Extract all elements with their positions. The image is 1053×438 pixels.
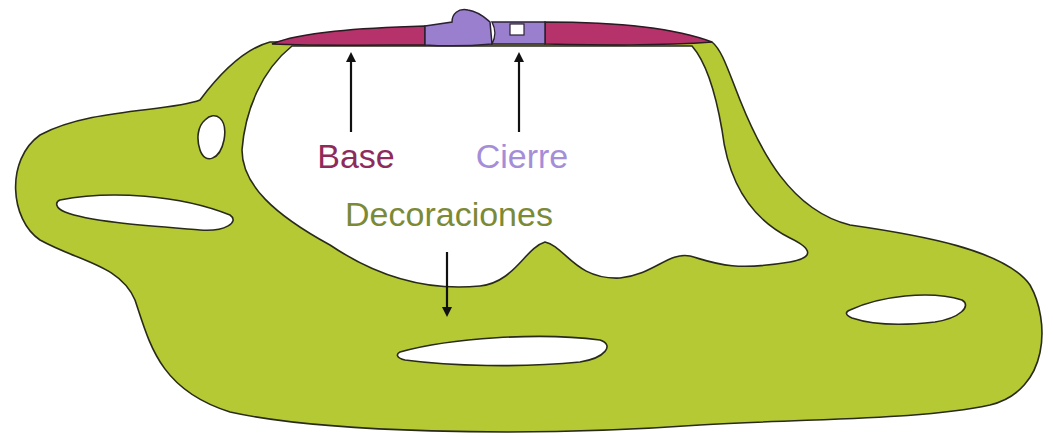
part-label: Cierre <box>474 138 571 175</box>
part-label: Base <box>315 138 397 175</box>
leader-arrow <box>350 57 352 132</box>
leader-arrow <box>446 252 448 312</box>
base-segment <box>272 26 425 45</box>
decoration-shape <box>16 42 1042 432</box>
clasp-hole <box>510 24 524 35</box>
clasp-part <box>492 22 545 44</box>
part-label: Decoraciones <box>343 196 555 233</box>
base-segment <box>545 22 712 45</box>
leader-arrow <box>518 57 520 132</box>
clasp-part <box>425 10 492 46</box>
